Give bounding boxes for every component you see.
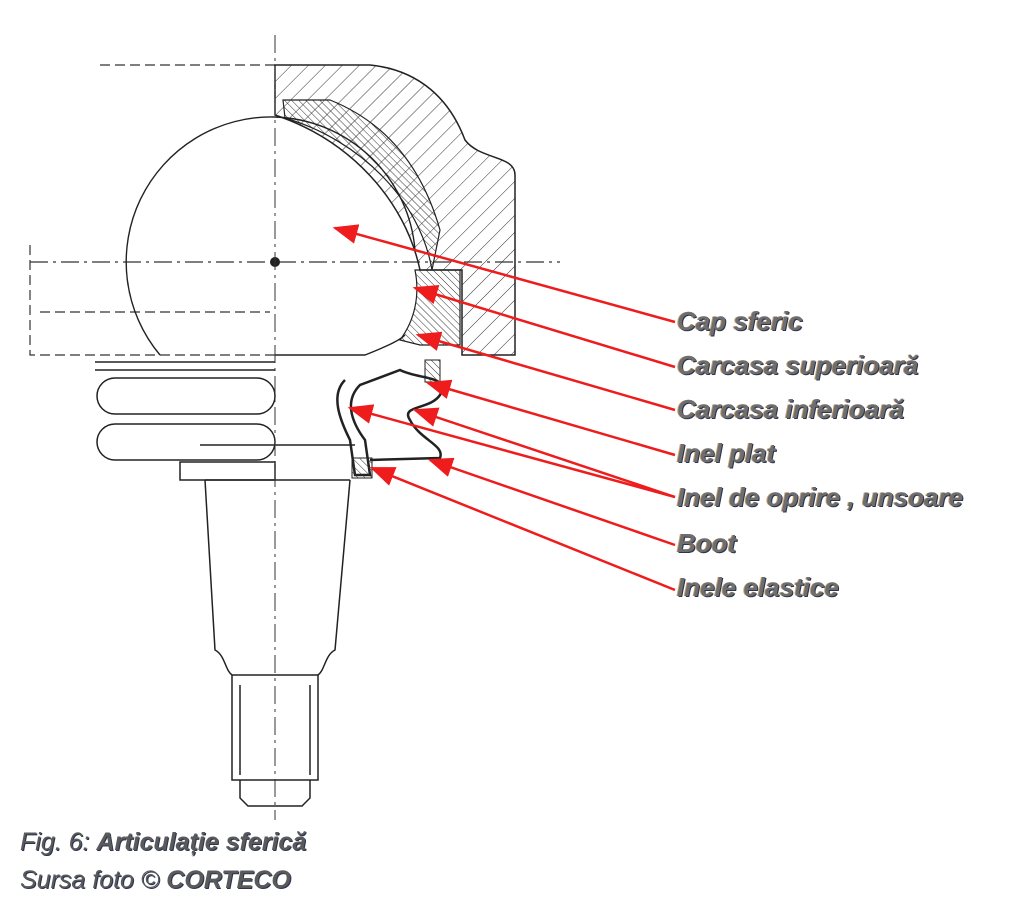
label-carcasa-inferioara: Carcasa inferioară [677, 394, 904, 424]
source-prefix: Sursa foto © [20, 866, 167, 894]
figure-caption: Fig. 6: Articulație sferică [20, 828, 306, 857]
label-carcasa-superioara: Carcasa superioară [677, 350, 919, 380]
source-name: CORTECO [166, 866, 291, 894]
flat-ring [424, 359, 441, 383]
arrow-inele-elastice [369, 466, 676, 592]
ball-head [125, 116, 416, 356]
lower-bearing-shell [398, 269, 461, 346]
photo-source: Sursa foto © CORTECO [20, 866, 291, 895]
snap-ring [351, 457, 373, 479]
label-cap-sferic: Cap sferic [677, 306, 803, 336]
figure-title: Articulație sferică [96, 828, 307, 856]
arrow-boot [427, 457, 676, 547]
arrow-carcasa-superioara [412, 284, 676, 369]
arrow-carcasa-inferioara [415, 331, 676, 412]
arrow-inel-de-oprire-1 [347, 404, 676, 499]
boot-right [336, 368, 444, 477]
label-inel-de-oprire: Inel de oprire , unsoare [677, 482, 964, 512]
stud [200, 444, 355, 807]
label-inel-plat: Inel plat [677, 438, 776, 468]
label-boot: Boot [677, 528, 737, 558]
label-inele-elastice: Inele elastice [677, 572, 839, 602]
leader-arrows [332, 224, 676, 592]
arrow-cap-sferic [332, 224, 676, 324]
figure-number: Fig. 6: [20, 828, 97, 856]
boot-bellows-left [95, 361, 276, 481]
arrow-inel-de-oprire-2 [412, 407, 676, 499]
neck [275, 334, 406, 356]
arrow-inel-plat [425, 379, 676, 457]
